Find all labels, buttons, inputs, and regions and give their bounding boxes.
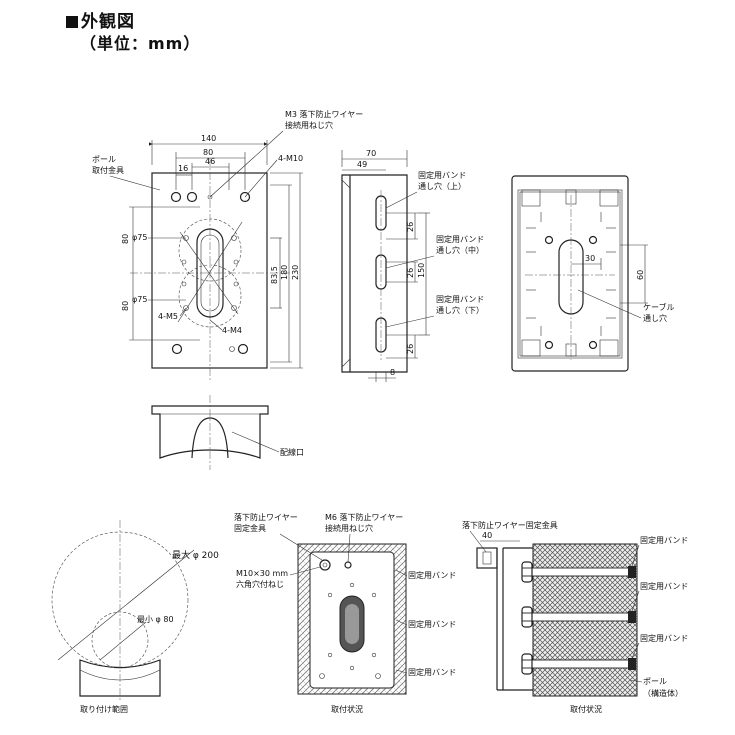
mount-bolt-line1: M10×30 mm bbox=[236, 569, 288, 578]
unit-note: （単位：mm） bbox=[80, 34, 201, 53]
band-mid-line2: 通し穴（中） bbox=[436, 245, 484, 255]
drawing-title: 外観図 bbox=[66, 7, 135, 32]
dim-140: 140 bbox=[201, 134, 216, 143]
side-dim-26-bottom: 26 bbox=[406, 344, 415, 354]
rear-dim-60: 60 bbox=[636, 270, 645, 280]
mount-caption: 取付状況 bbox=[331, 704, 363, 714]
mount-m6-line1: M6 落下防止ワイヤー bbox=[325, 512, 403, 522]
callout-bracket-line2: 取付金具 bbox=[92, 165, 124, 175]
band-mid-line1: 固定用バンド bbox=[436, 234, 484, 244]
bottom-view: 配線口 bbox=[151, 395, 304, 470]
dim-46: 46 bbox=[205, 157, 215, 166]
square-bullet-icon bbox=[66, 16, 78, 28]
dim-phi75-top: φ75 bbox=[132, 233, 147, 242]
callout-m3-line1: M3 落下防止ワイヤー bbox=[285, 109, 363, 119]
mount-view: 落下防止ワイヤー 固定金具 M6 落下防止ワイヤー 接続用ねじ穴 M10×30 … bbox=[234, 512, 456, 714]
side-mount-pole-line2: （構造体） bbox=[643, 688, 683, 698]
cable-hole-line1: ケーブル bbox=[643, 302, 675, 312]
rear-view: 30 60 ケーブル 通し穴 bbox=[511, 175, 675, 372]
dim-180: 180 bbox=[280, 265, 289, 280]
dim-80-left-top: 80 bbox=[121, 234, 130, 244]
dim-83-5: 83.5 bbox=[270, 266, 279, 284]
callout-m3-line2: 接続用ねじ穴 bbox=[285, 120, 333, 130]
side-view: 70 49 8 26 26 26 150 固 bbox=[341, 149, 484, 382]
side-dim-8: 8 bbox=[390, 368, 395, 377]
side-dim-26-mid: 26 bbox=[406, 268, 415, 278]
side-mount-wire-bracket: 落下防止ワイヤー固定金具 bbox=[462, 520, 558, 530]
side-dim-70: 70 bbox=[366, 149, 376, 158]
cable-hole-line2: 通し穴 bbox=[643, 313, 667, 323]
mount-band-2: 固定用バンド bbox=[408, 619, 456, 629]
front-view: 140 80 46 16 M3 落下防止ワイヤー 接続用ねじ穴 4-M10 ポー… bbox=[92, 109, 363, 380]
dim-230: 230 bbox=[291, 265, 300, 280]
dim-80-top: 80 bbox=[203, 148, 213, 157]
side-mount-dim-40: 40 bbox=[482, 531, 492, 540]
side-dim-150: 150 bbox=[417, 263, 426, 278]
side-dim-49: 49 bbox=[357, 160, 367, 169]
range-caption: 取り付け範囲 bbox=[80, 704, 128, 714]
range-min-label: 最小 φ 80 bbox=[137, 615, 174, 624]
rear-dim-30: 30 bbox=[585, 254, 595, 263]
dim-80-left-bottom: 80 bbox=[121, 301, 130, 311]
side-mount-band-2: 固定用バンド bbox=[640, 581, 688, 591]
callout-m5: 4-M5 bbox=[158, 312, 178, 321]
drawing-title-text: 外観図 bbox=[81, 12, 135, 32]
side-mount-view: 40 落下防止ワイヤー固定金具 固定用バンド 固定用バンド 固定用バンド ポール… bbox=[462, 520, 688, 714]
range-max-label: 最大 φ 200 bbox=[172, 549, 219, 561]
side-mount-band-3: 固定用バンド bbox=[640, 633, 688, 643]
side-dim-26-top: 26 bbox=[406, 222, 415, 232]
mount-m6-line2: 接続用ねじ穴 bbox=[325, 523, 373, 533]
side-mount-band-1: 固定用バンド bbox=[640, 535, 688, 545]
band-top-line2: 通し穴（上） bbox=[418, 181, 466, 191]
wiring-port-label: 配線口 bbox=[280, 447, 304, 457]
mount-wire-bracket-line1: 落下防止ワイヤー bbox=[234, 512, 298, 522]
mount-band-1: 固定用バンド bbox=[408, 570, 456, 580]
callout-bracket-line1: ポール bbox=[92, 155, 116, 164]
side-mount-caption: 取付状況 bbox=[570, 704, 602, 714]
callout-m4: 4-M4 bbox=[222, 326, 242, 335]
dim-phi75-bottom: φ75 bbox=[132, 295, 147, 304]
range-view: 最大 φ 200 最小 φ 80 取り付け範囲 bbox=[51, 520, 219, 714]
band-top-line1: 固定用バンド bbox=[418, 170, 466, 180]
mount-bolt-line2: 六角穴付ねじ bbox=[236, 579, 284, 589]
mount-wire-bracket-line2: 固定金具 bbox=[234, 523, 266, 533]
callout-m10: 4-M10 bbox=[278, 154, 303, 163]
dim-16: 16 bbox=[178, 164, 188, 173]
band-bottom-line2: 通し穴（下） bbox=[436, 305, 484, 315]
band-bottom-line1: 固定用バンド bbox=[436, 294, 484, 304]
side-mount-pole-line1: ポール bbox=[643, 677, 667, 686]
mount-band-3: 固定用バンド bbox=[408, 667, 456, 677]
